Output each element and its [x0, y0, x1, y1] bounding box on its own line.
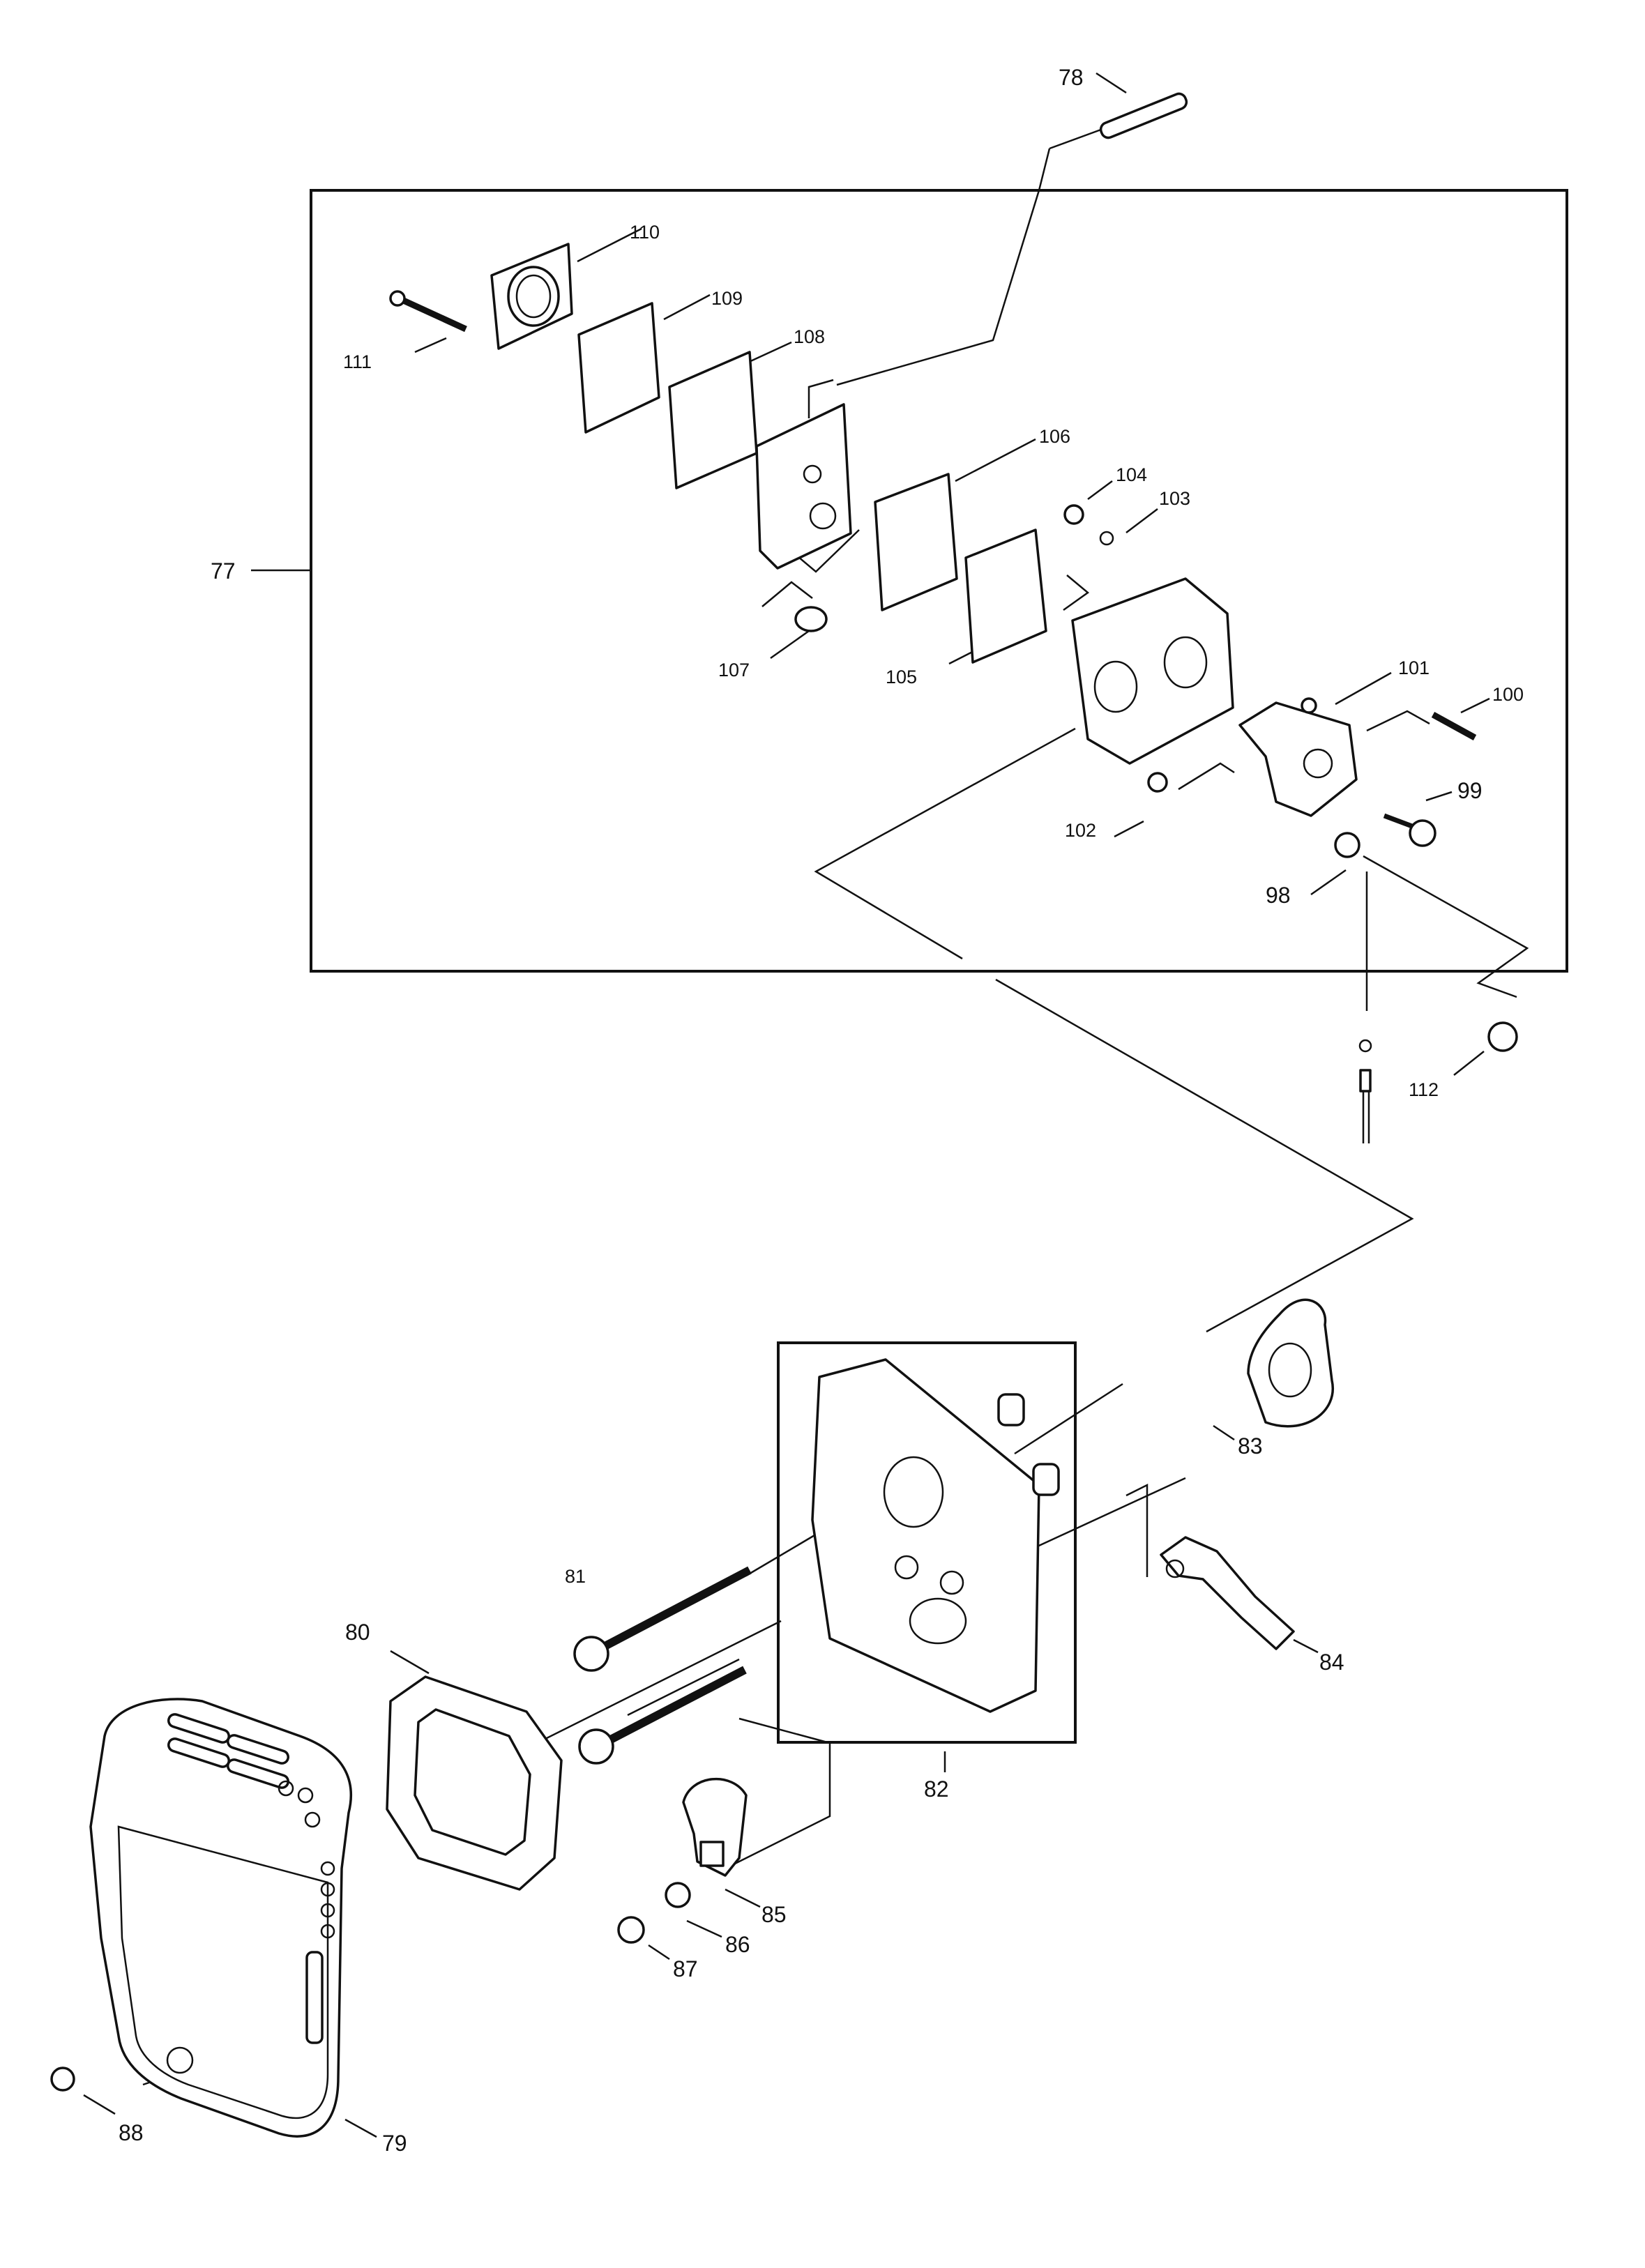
diaphragm-part-105 [964, 528, 1047, 664]
callout-87: 87 [673, 1956, 698, 1981]
callout-79: 79 [382, 2131, 407, 2156]
fitting-part-98 [1334, 832, 1360, 858]
callout-108: 108 [794, 326, 825, 347]
carburetor-body-part [1071, 577, 1234, 765]
callout-101: 101 [1398, 657, 1430, 678]
throttle-part-101 [1238, 697, 1358, 817]
nut-part-112 [1487, 1021, 1518, 1052]
callout-106: 106 [1039, 426, 1070, 447]
bolt-part-81-second [578, 1666, 747, 1765]
callout-102: 102 [1065, 820, 1096, 841]
callout-85: 85 [761, 1902, 787, 1927]
gasket-part-109 [577, 302, 660, 434]
lever-part-84 [1160, 1536, 1295, 1650]
callout-99: 99 [1457, 778, 1483, 803]
screw-part-88 [50, 2067, 75, 2092]
callout-111: 111 [343, 351, 372, 372]
screw-part-99 [1383, 813, 1436, 847]
callout-81: 81 [565, 1566, 586, 1587]
air-cleaner-base-part [811, 1358, 1060, 1713]
callout-84: 84 [1319, 1650, 1344, 1675]
washer-part-86 [665, 1882, 691, 1908]
screw-part-87 [617, 1916, 645, 1944]
callout-77: 77 [211, 558, 236, 584]
callout-104: 104 [1116, 464, 1147, 485]
callout-88: 88 [119, 2120, 144, 2145]
callout-98: 98 [1266, 883, 1291, 908]
callout-78: 78 [1059, 65, 1084, 90]
diaphragm-part-108 [668, 351, 758, 489]
filter-element-part-80 [386, 1675, 563, 1891]
air-cleaner-base-frame [777, 1341, 1077, 1744]
gasket-part-106 [874, 473, 958, 611]
bolt-part-81 [573, 1566, 752, 1672]
callout-112: 112 [1409, 1079, 1439, 1100]
callout-82: 82 [924, 1776, 949, 1802]
callout-107: 107 [718, 660, 750, 680]
leader-lines [83, 72, 1529, 2138]
callout-103: 103 [1159, 488, 1190, 509]
clip-part-102 [1147, 772, 1168, 793]
air-cleaner-cover-part [89, 1698, 352, 2138]
callout-80: 80 [345, 1620, 370, 1645]
throttle-cable-part [1358, 1039, 1372, 1143]
callout-109: 109 [711, 288, 743, 309]
callout-83: 83 [1238, 1433, 1263, 1459]
gasket-part-83 [1247, 1298, 1335, 1428]
choke-part-85 [682, 1777, 748, 1877]
carburetor-cover-part [755, 379, 852, 570]
carburetor-assembly-frame [310, 189, 1568, 973]
pin-part [1099, 92, 1188, 139]
callout-100: 100 [1492, 684, 1524, 705]
screw-part-111 [389, 290, 467, 333]
callout-105: 105 [886, 667, 917, 687]
callout-86: 86 [725, 1932, 750, 1957]
filter-part-107 [794, 606, 828, 632]
callout-labels: 77 78 110 109 108 111 106 104 103 107 10… [119, 65, 1524, 2156]
flange-part-110 [490, 243, 573, 350]
o-ring-part-103 [1099, 531, 1114, 546]
callout-110: 110 [630, 222, 660, 243]
screw-part-100 [1431, 712, 1477, 740]
screw-part-104 [1063, 504, 1084, 525]
